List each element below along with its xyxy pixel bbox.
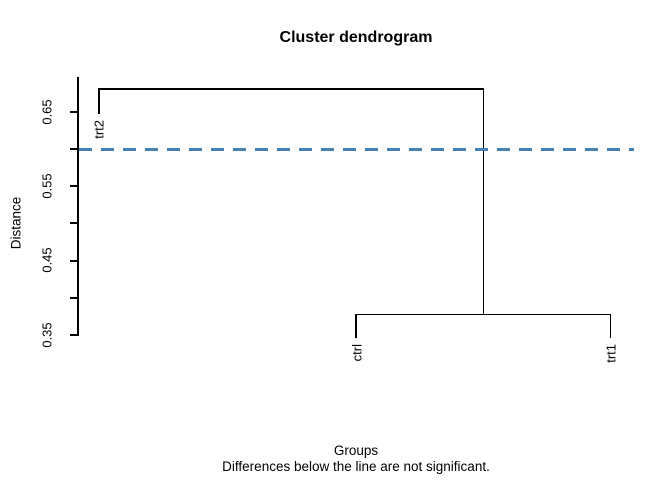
significance-threshold-line xyxy=(79,148,634,151)
y-axis-title: Distance xyxy=(8,196,24,250)
x-axis-title: Groups xyxy=(333,443,379,458)
plot-subtitle: Differences below the line are not signi… xyxy=(222,459,490,474)
y-axis-tick-label-065: 0.65 xyxy=(39,99,55,125)
dendrogram-cluster-bar-ctrl-trt1 xyxy=(355,313,611,315)
y-axis-tick-055 xyxy=(70,185,78,187)
y-axis-tick-045 xyxy=(70,260,78,262)
y-axis-tick-060 xyxy=(70,148,78,150)
dendrogram-leaf-stub-ctrl xyxy=(355,313,357,338)
dendrogram-root-right-drop xyxy=(482,88,484,315)
y-axis-tick-label-035: 0.35 xyxy=(39,322,55,348)
dendrogram-root-bar xyxy=(98,88,484,90)
dendrogram-leaf-stub-trt2 xyxy=(98,88,100,114)
leaf-label-trt2: trt2 xyxy=(91,120,107,139)
leaf-label-trt1: trt1 xyxy=(603,344,619,363)
y-axis-line xyxy=(77,77,79,336)
plot-title: Cluster dendrogram xyxy=(279,29,433,46)
y-axis-tick-040 xyxy=(70,297,78,299)
y-axis-tick-050 xyxy=(70,222,78,224)
y-axis-tick-label-055: 0.55 xyxy=(39,173,55,199)
leaf-label-ctrl: ctrl xyxy=(349,344,364,362)
y-axis-tick-065 xyxy=(70,111,78,113)
y-axis-tick-label-045: 0.45 xyxy=(39,247,55,273)
dendrogram-leaf-stub-trt1 xyxy=(609,313,611,338)
y-axis-tick-035 xyxy=(70,334,78,336)
